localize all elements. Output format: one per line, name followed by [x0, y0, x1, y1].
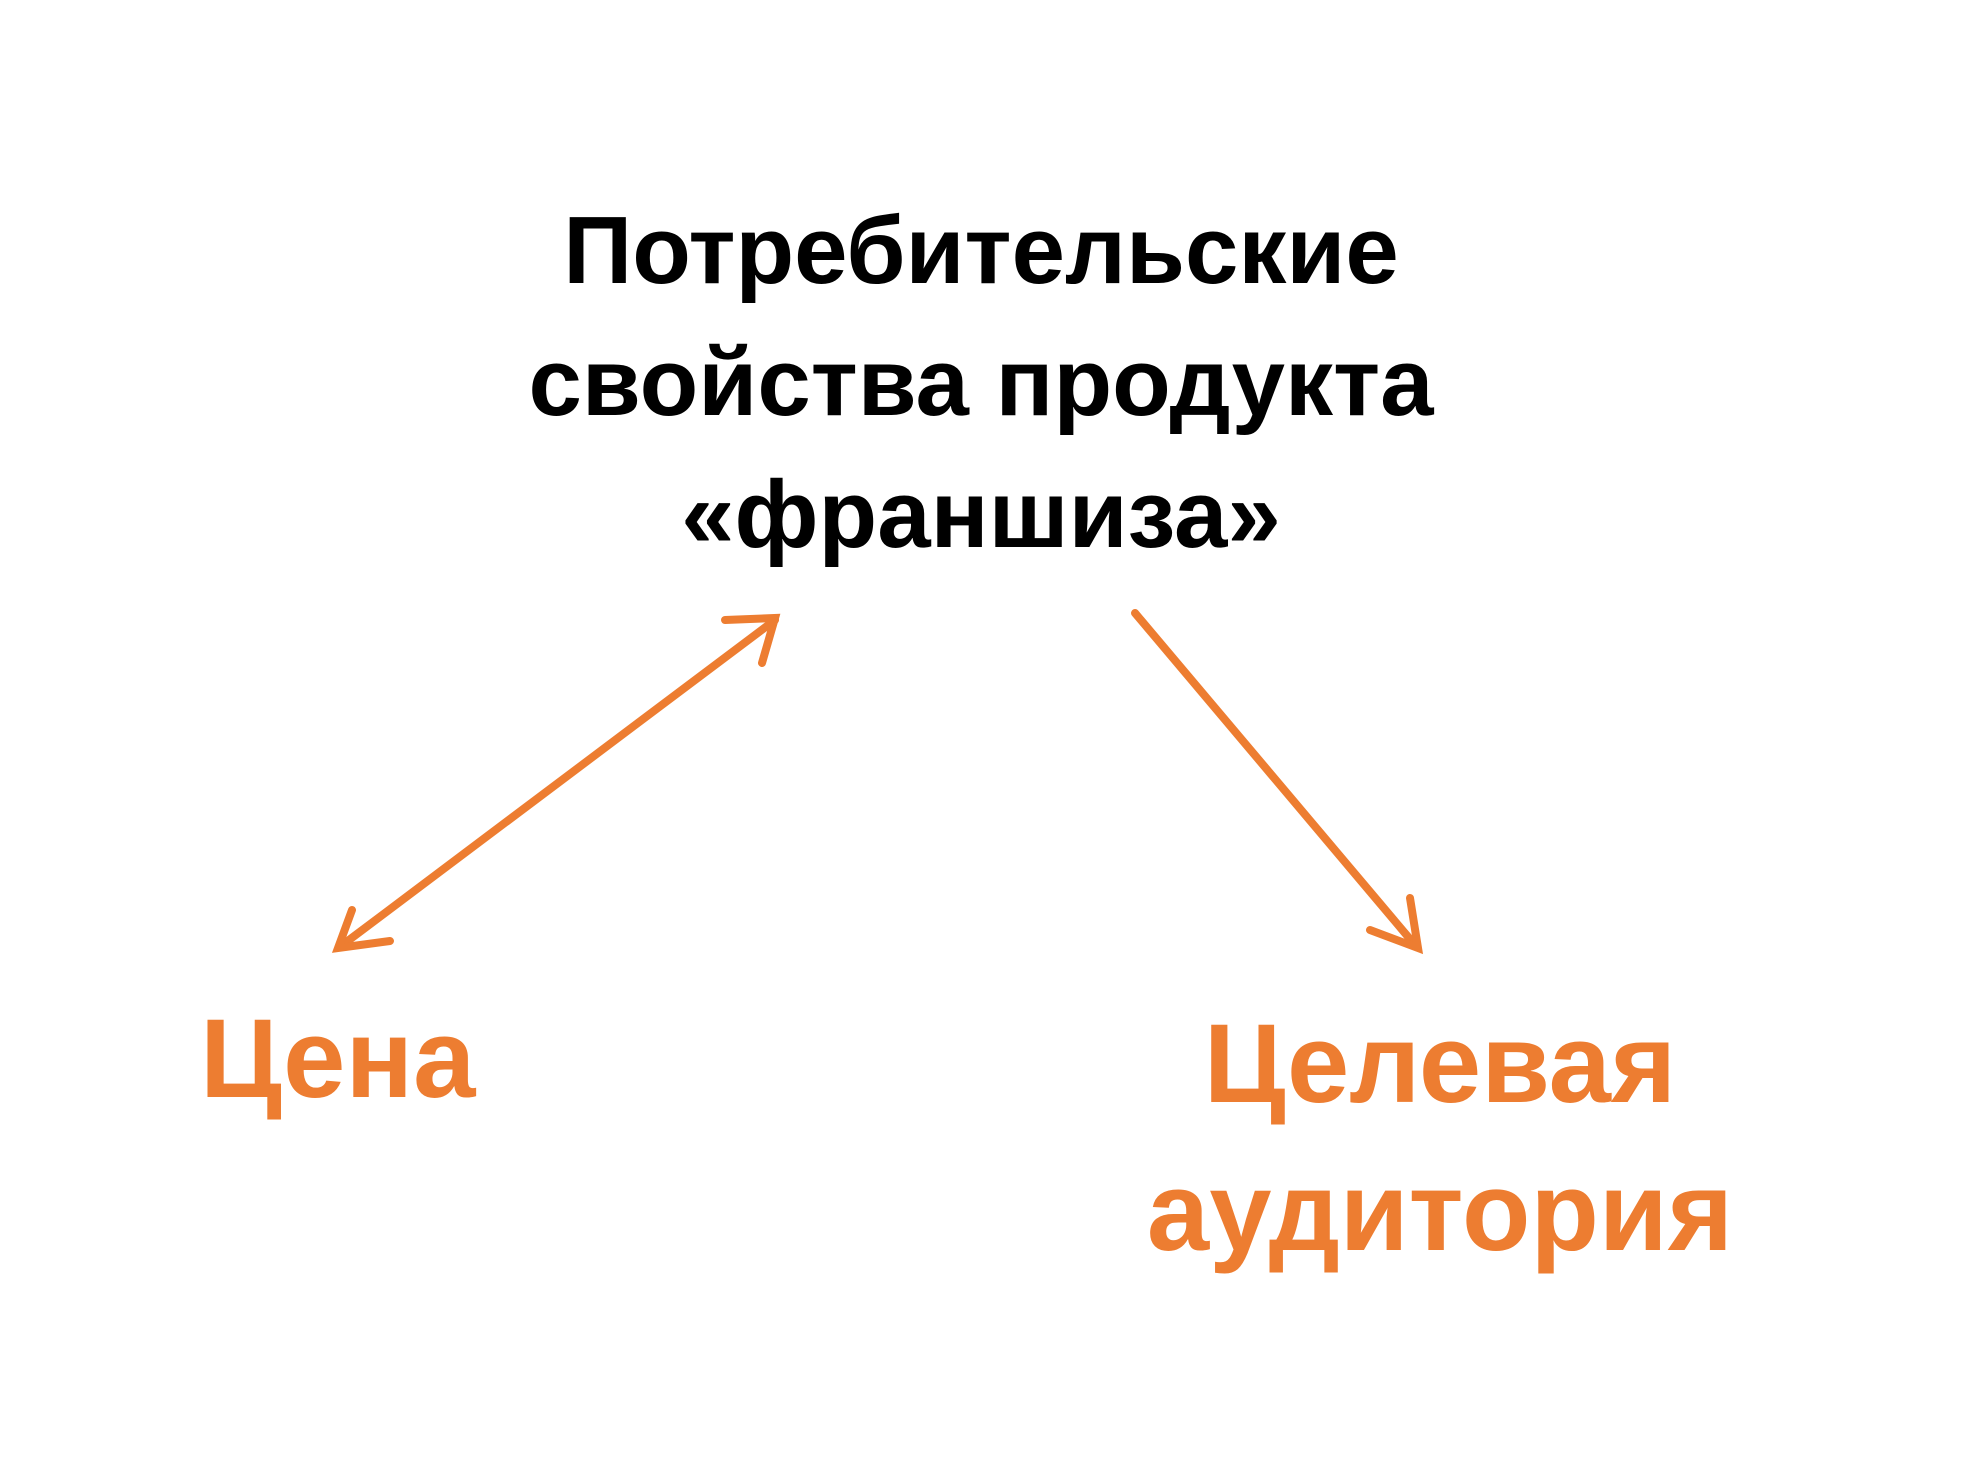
diagram-title: Потребительские свойства продукта «франш…: [431, 185, 1531, 581]
arrow-head-franchise: [721, 613, 781, 667]
target-audience-label: Целевая аудитория: [1120, 990, 1760, 1286]
arrow-head-price: [331, 906, 394, 953]
title-line-3: «франшиза»: [681, 461, 1281, 568]
arrow-shaft-right: [1131, 609, 1419, 949]
target-audience-line-1: Целевая: [1203, 1001, 1677, 1126]
target-audience-line-2: аудитория: [1146, 1149, 1734, 1274]
title-line-1: Потребительские: [563, 197, 1399, 304]
arrow-shaft-left: [341, 616, 779, 947]
title-line-2: свойства продукта: [528, 329, 1434, 436]
bidirectional-arrow: [331, 613, 781, 953]
arrow-head-audience: [1366, 894, 1424, 955]
price-label: Цена: [200, 996, 476, 1121]
directed-arrow: [1131, 609, 1424, 955]
